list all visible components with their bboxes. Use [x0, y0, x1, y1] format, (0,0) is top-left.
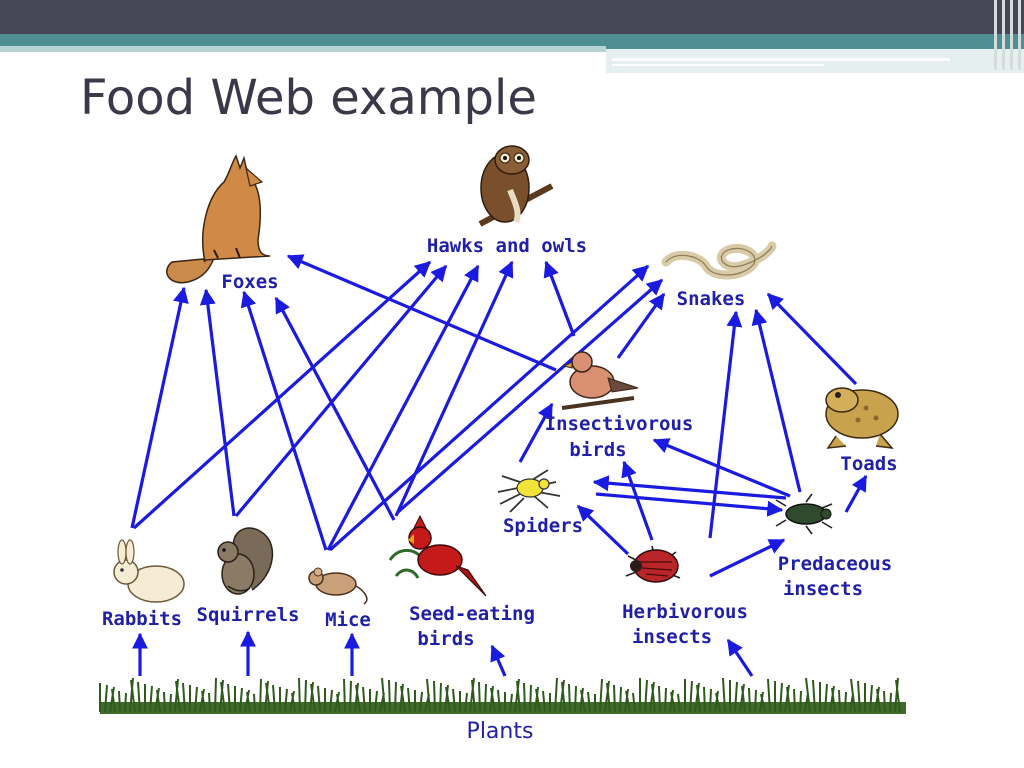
mouse-icon	[308, 567, 368, 605]
arrow-squirrels-to-foxes	[199, 288, 236, 517]
grass-icon	[99, 677, 906, 714]
beetle-icon	[775, 493, 833, 535]
label-squirrels: Squirrels	[197, 604, 300, 626]
slide-light-band	[0, 46, 1024, 52]
label-mice: Mice	[325, 609, 371, 631]
arrow-rabbits-to-hawks	[132, 260, 432, 530]
arrow-toads-to-snakes	[766, 292, 858, 386]
arrow-seed-eating-birds-to-hawks	[394, 260, 514, 517]
arrow-spiders-to-predaceous-insects	[595, 492, 784, 517]
label-predaceous: Predaceous	[778, 553, 892, 575]
cardinal-icon	[388, 514, 487, 597]
food-web-arrows	[130, 254, 868, 677]
label-spiders: Spiders	[503, 515, 583, 537]
label-herbivorous-insects: insects	[632, 626, 712, 648]
label-hawks-and-owls: Hawks and owls	[427, 235, 587, 257]
toad-icon	[825, 387, 899, 449]
slide-title: Food Web example	[80, 70, 537, 126]
ladybug-icon	[625, 545, 681, 583]
slide-accent-line	[612, 58, 950, 61]
slide-corner-stripes	[990, 0, 1024, 70]
arrow-rabbits-to-foxes	[130, 286, 189, 529]
slide-accent-line	[612, 64, 824, 66]
arrow-predaceous-insects-to-insectivorous-birds	[652, 438, 791, 498]
node-labels: Foxes Hawks and owls Snakes Insectivorou…	[102, 235, 898, 744]
owl-icon	[478, 145, 554, 227]
arrow-insectivorous-birds-to-hawks	[543, 260, 576, 337]
arrow-insectivorous-birds-to-snakes	[616, 292, 666, 359]
arrow-seed-eating-birds-to-foxes	[274, 296, 396, 521]
arrow-plants-to-herbivorous-insects	[726, 638, 754, 677]
arrow-spiders-to-insectivorous-birds	[518, 402, 554, 463]
arrow-herbivorous-insects-to-predaceous-insects	[709, 538, 786, 578]
label-toads: Toads	[840, 453, 897, 475]
grass-blades	[99, 677, 901, 713]
label-insectivorous: Insectivorous	[545, 413, 694, 435]
label-foxes: Foxes	[221, 271, 278, 293]
arrow-herbivorous-insects-to-insectivorous-birds	[621, 460, 654, 541]
label-insectivorous-birds: birds	[569, 439, 626, 461]
arrow-insectivorous-birds-to-foxes	[286, 254, 557, 372]
label-plants: Plants	[467, 719, 534, 744]
squirrel-icon	[217, 527, 274, 595]
songbird-icon	[561, 351, 639, 410]
label-herbivorous: Herbivorous	[622, 601, 748, 623]
label-predaceous-insects: insects	[783, 578, 863, 600]
snake-icon	[661, 241, 777, 280]
label-seed-eating: Seed-eating	[409, 603, 535, 625]
arrow-seed-eating-birds-to-snakes	[396, 278, 664, 514]
arrow-mice-to-foxes	[240, 290, 328, 551]
arrow-predaceous-insects-to-toads	[844, 474, 868, 513]
rabbit-icon	[113, 539, 185, 603]
arrow-predaceous-insects-to-spiders	[592, 475, 787, 500]
arrow-plants-to-seed-eating-birds	[490, 644, 507, 677]
slide-top-bar	[0, 0, 1024, 34]
arrow-mice-to-hawks	[326, 264, 480, 551]
arrow-herbivorous-insects-to-spiders	[576, 504, 630, 556]
label-seed-eating-birds: birds	[417, 628, 474, 650]
slide-teal-band	[0, 34, 1024, 46]
label-rabbits: Rabbits	[102, 608, 182, 630]
spider-icon	[497, 469, 561, 513]
label-snakes: Snakes	[677, 288, 746, 310]
arrow-predaceous-insects-to-snakes	[751, 308, 802, 493]
fox-icon	[166, 154, 271, 284]
arrow-herbivorous-insects-to-snakes	[708, 310, 743, 539]
